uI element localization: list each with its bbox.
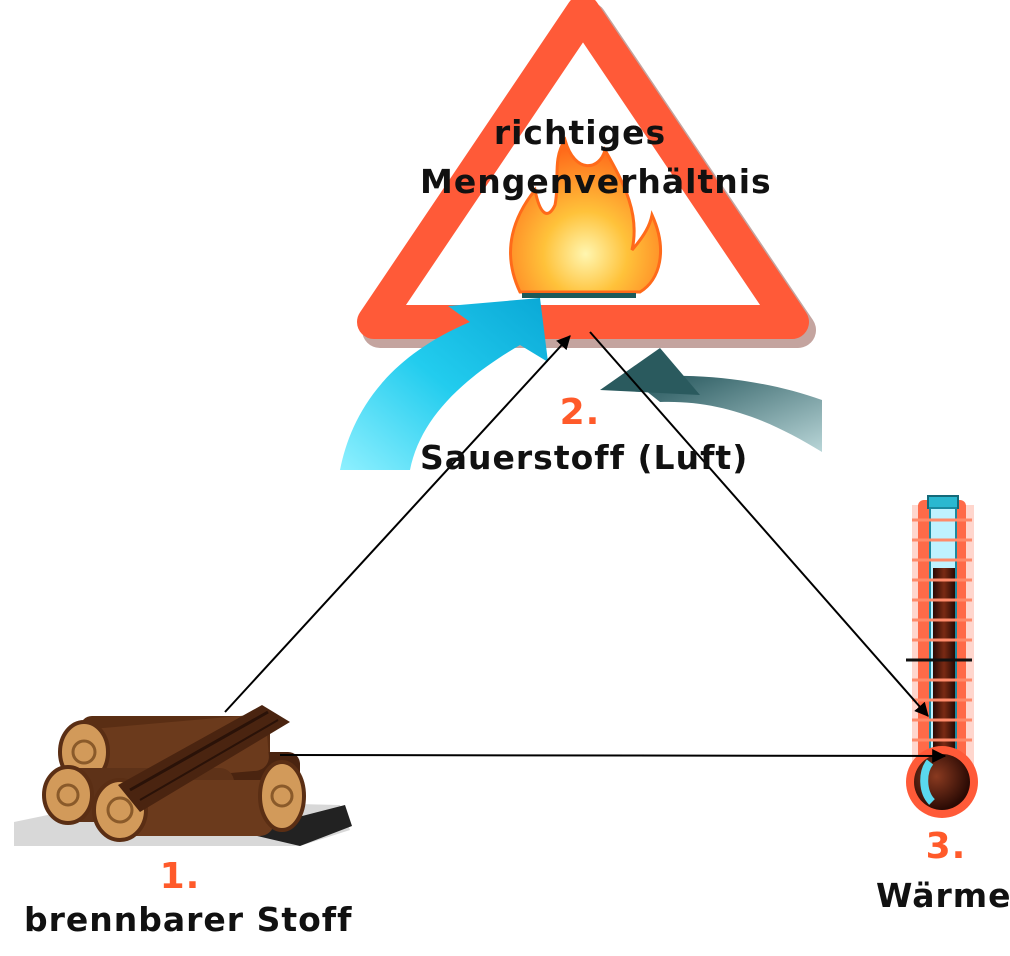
oxygen-label: Sauerstoff (Luft) bbox=[420, 438, 749, 477]
arrow-fuel-to-heat bbox=[279, 748, 947, 763]
exhaust-stream-icon bbox=[600, 348, 822, 452]
air-stream-icon bbox=[340, 298, 548, 470]
heat-number: 3. bbox=[925, 826, 967, 867]
fuel-label: brennbarer Stoff bbox=[24, 900, 353, 939]
heat-label: Wärme bbox=[876, 876, 1010, 915]
arrow-fuel-to-oxygen bbox=[224, 335, 571, 713]
firewood-icon bbox=[14, 705, 352, 846]
fuel-number: 1. bbox=[159, 856, 201, 897]
fire-triangle-arrows bbox=[224, 331, 947, 763]
arrow-oxygen-to-heat bbox=[589, 331, 929, 717]
thermometer-icon bbox=[906, 495, 978, 818]
flame-icon bbox=[509, 136, 662, 298]
ratio-label-line2: Mengenverhältnis bbox=[420, 162, 772, 201]
ratio-label-line1: richtiges bbox=[493, 113, 667, 152]
oxygen-number: 2. bbox=[559, 392, 601, 433]
